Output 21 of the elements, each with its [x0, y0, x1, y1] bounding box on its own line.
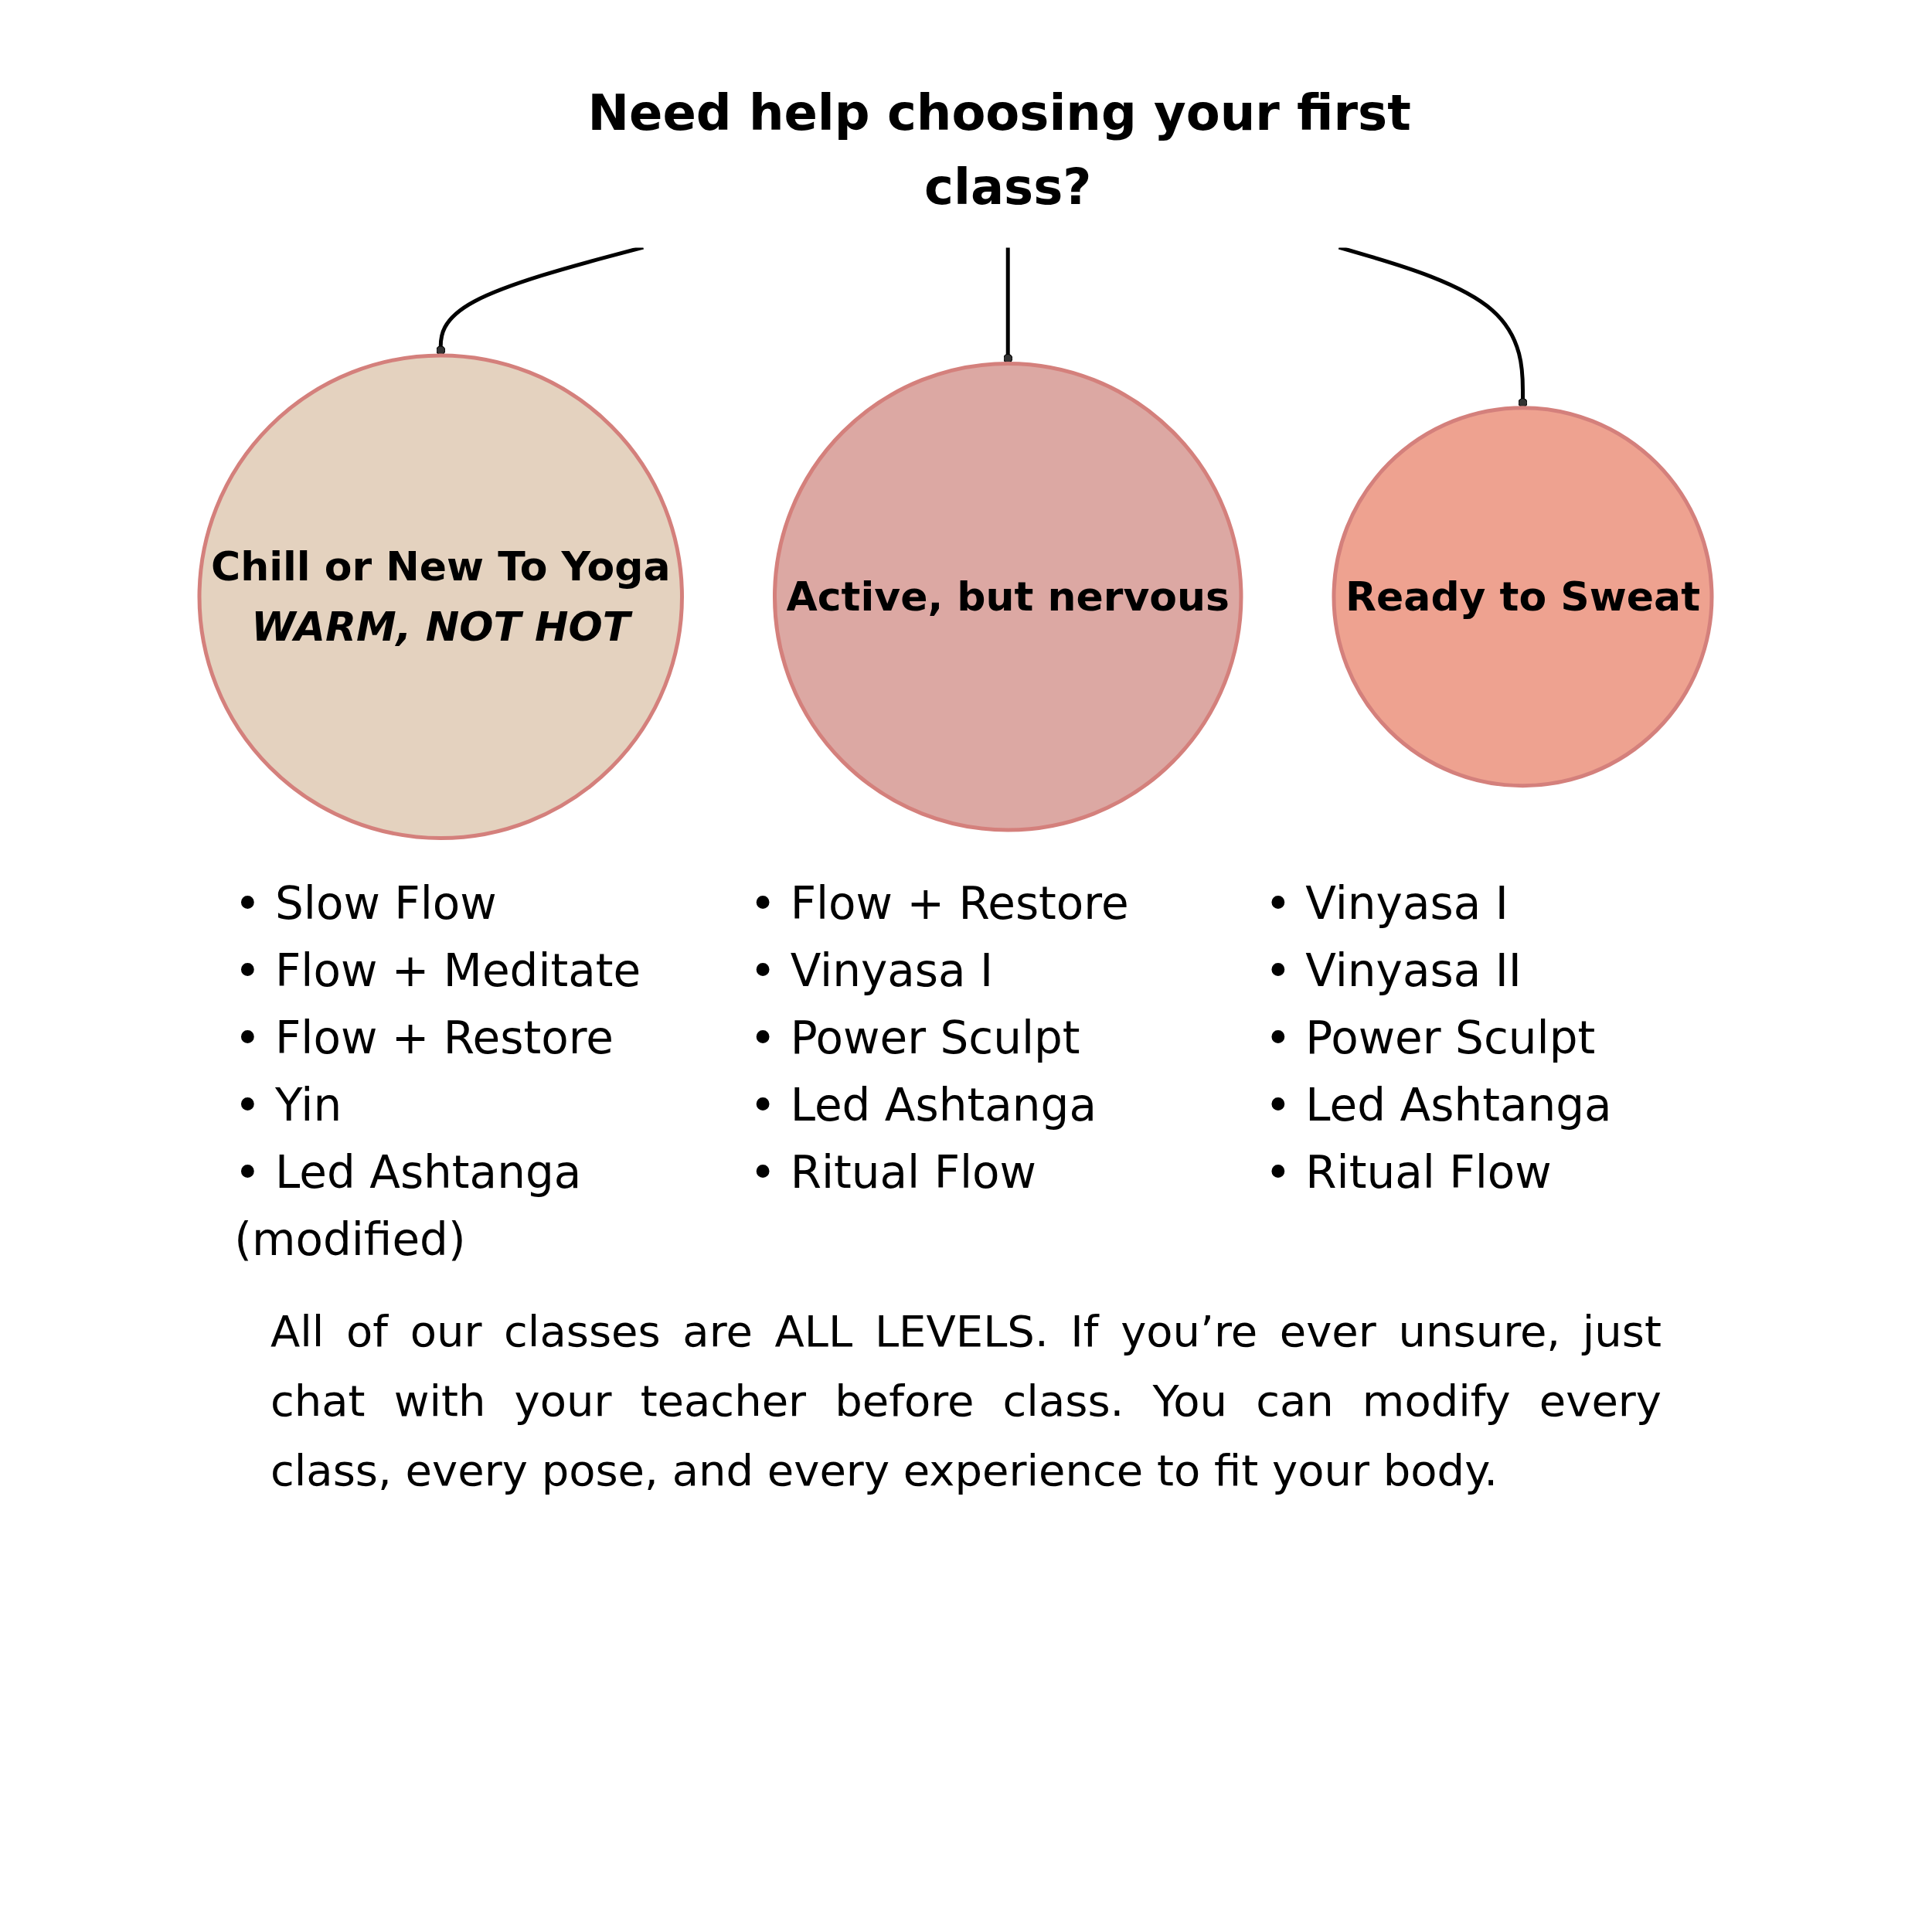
list-item: • Ritual Flow [750, 1145, 1038, 1201]
node-circle: Active, but nervous [773, 362, 1243, 832]
list-item: • Vinyasa I [750, 944, 995, 999]
caption: All of our classes are ALL LEVELS. If you’re ever unsure, just chat with your teacher before class. You can modify every class, every pose, and every experience to fit your body. [270, 1305, 1662, 1497]
list-item: • Vinyasa I [1264, 876, 1509, 932]
node-text: Need help choosing your first class? [587, 84, 1411, 216]
list-item: • Vinyasa II [1264, 944, 1522, 999]
list-item: • Slow Flow [234, 876, 498, 932]
list-item: • Led Ashtanga (modified) [234, 1145, 583, 1268]
list-item: • Led Ashtanga [750, 1078, 1097, 1134]
list-item: • Power Sculpt [1264, 1011, 1597, 1066]
node-circle: Ready to Sweat [1332, 406, 1714, 788]
connector [1003, 247, 1013, 364]
list-item: • Led Ashtanga [1264, 1078, 1613, 1134]
list-item: • Ritual Flow [1264, 1145, 1553, 1201]
list-item: • Yin [234, 1078, 343, 1134]
list-item: • Power Sculpt [750, 1011, 1081, 1066]
list-item: • Flow + Restore [750, 876, 1130, 932]
node-circle: Chill or New To Yoga WARM, NOT HOT [197, 353, 684, 840]
list-item: • Flow + Meditate [234, 944, 642, 999]
list-item: • Flow + Restore [234, 1011, 614, 1066]
